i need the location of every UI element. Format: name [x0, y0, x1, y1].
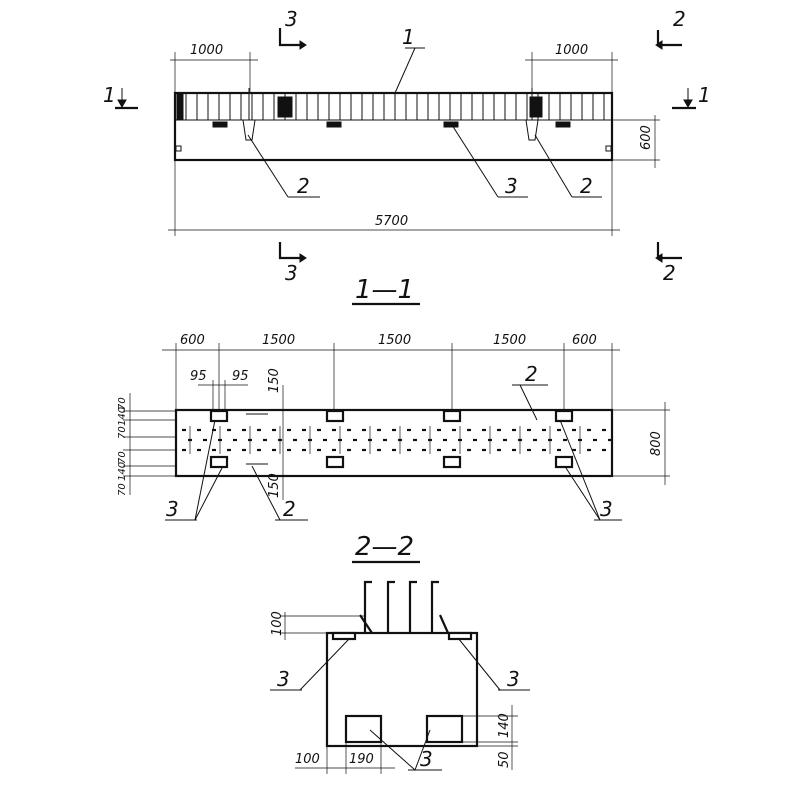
dim-600-right: 600 [572, 333, 597, 348]
dim-800: 800 [649, 431, 664, 456]
section-2-2-title: 2—2 [355, 532, 414, 562]
callout-2-bottom: 2 [283, 497, 296, 521]
rebar-loops [359, 580, 450, 634]
rebar-dots [182, 426, 612, 454]
dim-100-bottom: 100 [295, 752, 320, 767]
lifting-loop [242, 119, 256, 141]
bottom-plate-right [425, 714, 464, 744]
top-view: 1000 1000 5700 600 1 2 3 2 3 3 [103, 7, 711, 285]
dim-600-left: 600 [180, 333, 205, 348]
dim-left-bottom-2: 70 [117, 483, 128, 496]
callout-1: 1 [402, 25, 415, 49]
cut-2-bottom: 2 [663, 261, 676, 285]
dim-left-top-1: 140 [117, 407, 128, 426]
cut-3-bottom: 3 [285, 261, 298, 285]
section-1-1: 1—1 600 1500 1500 1500 600 [117, 275, 670, 521]
dim-150-top: 150 [267, 368, 282, 393]
dim-1500-c: 1500 [493, 333, 526, 348]
callout-3-bottom: 3 [420, 747, 433, 771]
dim-95-a: 95 [190, 369, 207, 384]
callout-2-right: 2 [580, 174, 593, 198]
callout-3-left: 3 [277, 667, 290, 691]
dim-height: 600 [639, 125, 654, 150]
dim-1500-a: 1500 [262, 333, 295, 348]
cut-2-top: 2 [673, 7, 686, 31]
dim-150-bottom: 150 [267, 473, 282, 498]
end-zone-right [529, 96, 543, 118]
lifting-loop [525, 119, 539, 141]
dim-50: 50 [497, 751, 512, 768]
embedded-plate [555, 121, 571, 128]
dim-95-b: 95 [232, 369, 249, 384]
cut-1-left: 1 [103, 83, 116, 107]
callout-3-right: 3 [600, 497, 613, 521]
dim-190: 190 [349, 752, 374, 767]
callout-2-left: 2 [297, 174, 310, 198]
plates-1-1 [209, 409, 574, 469]
cut-1-right: 1 [698, 83, 711, 107]
embedded-plate [326, 121, 342, 128]
dim-140: 140 [497, 713, 512, 738]
embedded-plate [443, 121, 459, 128]
callout-2-top: 2 [525, 362, 538, 386]
end-zone-left [176, 92, 184, 121]
callout-3: 3 [505, 174, 518, 198]
dim-right: 1000 [555, 43, 588, 58]
section-1-1-title: 1—1 [355, 275, 414, 305]
dim-left: 1000 [190, 43, 223, 58]
callout-3-right: 3 [507, 667, 520, 691]
dim-left-bottom-0: 70 [117, 451, 128, 464]
dim-1500-b: 1500 [378, 333, 411, 348]
embedded-plate [212, 121, 228, 128]
section-2-2: 2—2 100 100 190 140 5 [270, 532, 530, 774]
section-1-1-outline [174, 408, 614, 478]
dim-left-top-2: 70 [117, 426, 128, 439]
bottom-plate-left [344, 714, 383, 744]
dim-left-top-0: 70 [117, 397, 128, 410]
section-2-2-outline [325, 631, 479, 748]
dim-100-top: 100 [270, 611, 285, 636]
callout-3-left: 3 [166, 497, 179, 521]
dim-total: 5700 [375, 214, 408, 229]
cut-3-top: 3 [285, 7, 298, 31]
dim-left-bottom-1: 140 [117, 462, 128, 481]
